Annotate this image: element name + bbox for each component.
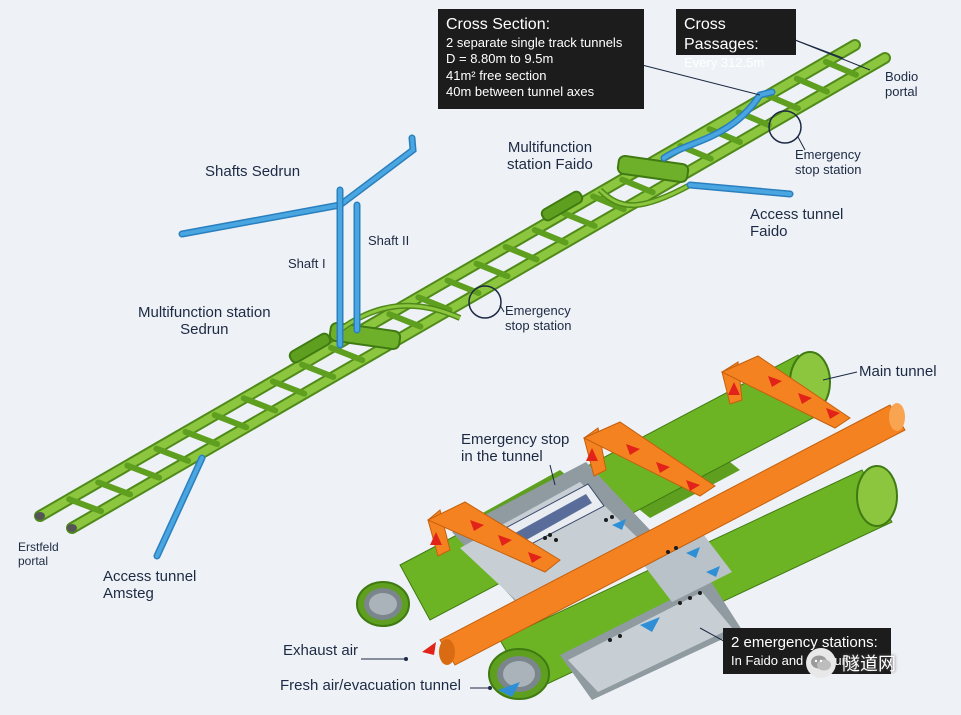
- cross-passages-title: Cross Passages:: [684, 16, 759, 53]
- leader-lines: [641, 39, 871, 96]
- cross-passage: [240, 395, 279, 414]
- cross-passage: [182, 428, 221, 448]
- cross-passage: [153, 445, 192, 464]
- cross-passage: [619, 176, 656, 196]
- label-shafts-sedrun: Shafts Sedrun: [205, 163, 301, 180]
- label-main-tunnel: Main tunnel: [859, 363, 937, 380]
- detail-cutaway: [356, 351, 906, 700]
- watermark-text: 隧道网: [842, 654, 896, 675]
- cross-section-line: D = 8.80m to 9.5m: [446, 51, 554, 67]
- cross-passage: [66, 496, 105, 515]
- cross-passage: [298, 361, 337, 380]
- cross-passage: [822, 58, 859, 78]
- cross-section-line: 2 separate single track tunnels: [446, 35, 623, 50]
- cross-passage: [95, 479, 134, 498]
- multifunction-station-sedrun-shape: [288, 302, 462, 364]
- cross-passages-line: Every 312.5m: [684, 55, 765, 70]
- cross-passage: [415, 294, 453, 313]
- label-fresh-air-evacuation: Fresh air/evacuation tunnel: [280, 677, 461, 694]
- label-exhaust-air: Exhaust air: [283, 642, 359, 659]
- cross-passage: [328, 344, 366, 364]
- multifunction-station-faido-shape: [540, 154, 692, 222]
- cross-passage: [531, 227, 569, 246]
- label-shaft-one: Shaft I: [288, 256, 326, 271]
- wechat-icon: [806, 648, 836, 678]
- label-shaft-two: Shaft II: [368, 233, 410, 248]
- cross-passage: [590, 193, 627, 213]
- cross-passage: [473, 260, 511, 280]
- emergency-stations-title: 2 emergency stations:: [731, 634, 878, 651]
- cross-passage: [124, 462, 163, 481]
- cross-passage: [211, 412, 250, 431]
- access-tunnels: [153, 88, 794, 560]
- cross-passage: [764, 92, 801, 112]
- cross-section-line: 40m between tunnel axes: [446, 83, 595, 99]
- emergency-stop-marker-upper: [768, 110, 802, 144]
- cross-section-box: Cross Section: 2 separate single track t…: [438, 9, 644, 109]
- emergency-stop-marker-lower: [468, 285, 502, 319]
- cross-passage: [560, 210, 598, 229]
- cross-passage: [386, 311, 424, 330]
- cross-passage: [502, 243, 540, 263]
- watermark: 隧道网: [806, 646, 956, 680]
- cross-section-line: 41m² free section: [446, 67, 547, 83]
- cross-section-title: Cross Section:: [446, 16, 551, 33]
- cross-passages-box: Cross Passages: Every 312.5m: [676, 9, 796, 70]
- cross-passage: [793, 75, 830, 95]
- cross-passage: [269, 378, 308, 397]
